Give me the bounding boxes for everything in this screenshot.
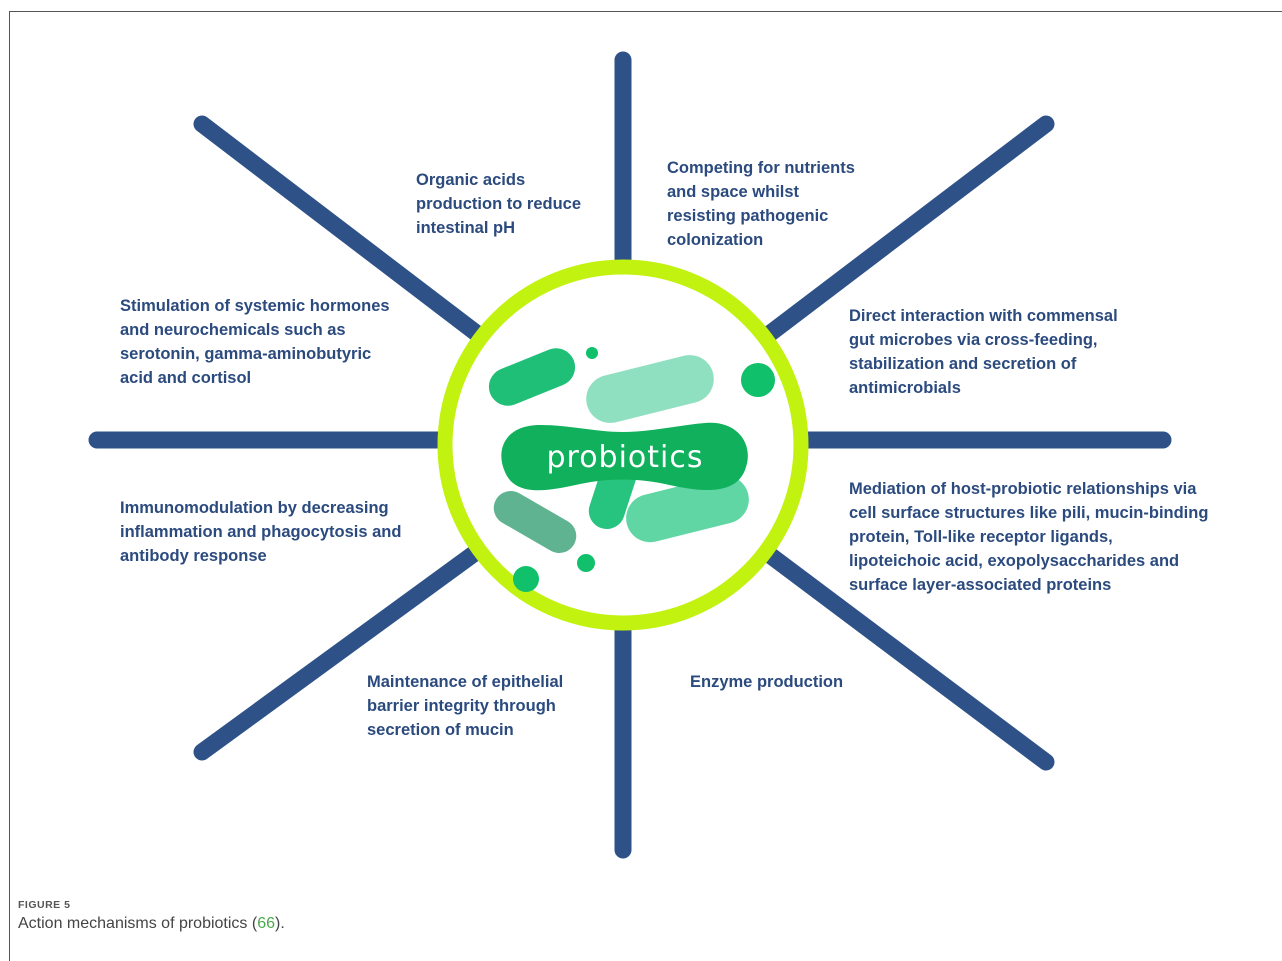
bacteria-illustration [488,347,775,592]
mechanism-host-probiotic-mediation: Mediation of host-probiotic relationship… [849,480,1209,594]
bacterium-shape [626,475,749,543]
mechanism-competing-nutrients: Competing for nutrients and space whilst… [667,159,855,249]
caption-suffix: ). [275,915,285,932]
bacterium-shape [493,491,577,553]
mechanism-enzyme-production: Enzyme production [690,673,844,691]
bacterium-dot [513,566,539,592]
reference-link[interactable]: 66 [257,915,275,932]
mechanism-epithelial-barrier: Maintenance of epithelial barrier integr… [367,673,564,739]
caption-text: Action mechanisms of probiotics ( [18,915,258,932]
mechanism-organic-acids: Organic acids production to reduce intes… [416,171,581,237]
figure-frame [9,11,1282,961]
center-label: probiotics [546,440,703,475]
figure-label: FIGURE 5 [18,899,71,911]
bacterium-dot [586,347,598,359]
mechanism-immunomodulation: Immunomodulation by decreasing inflammat… [120,499,402,565]
mechanism-systemic-hormones: Stimulation of systemic hormones and neu… [120,297,390,387]
probiotics-pill [501,422,748,491]
bacterium-dot [577,554,595,572]
bacterium-dot [741,363,775,397]
mechanism-commensal-interaction: Direct interaction with commensal gut mi… [849,307,1118,397]
bacterium-shape [586,355,714,423]
bacterium-shape [488,348,576,406]
figure-caption: Action mechanisms of probiotics (66). [18,915,285,933]
